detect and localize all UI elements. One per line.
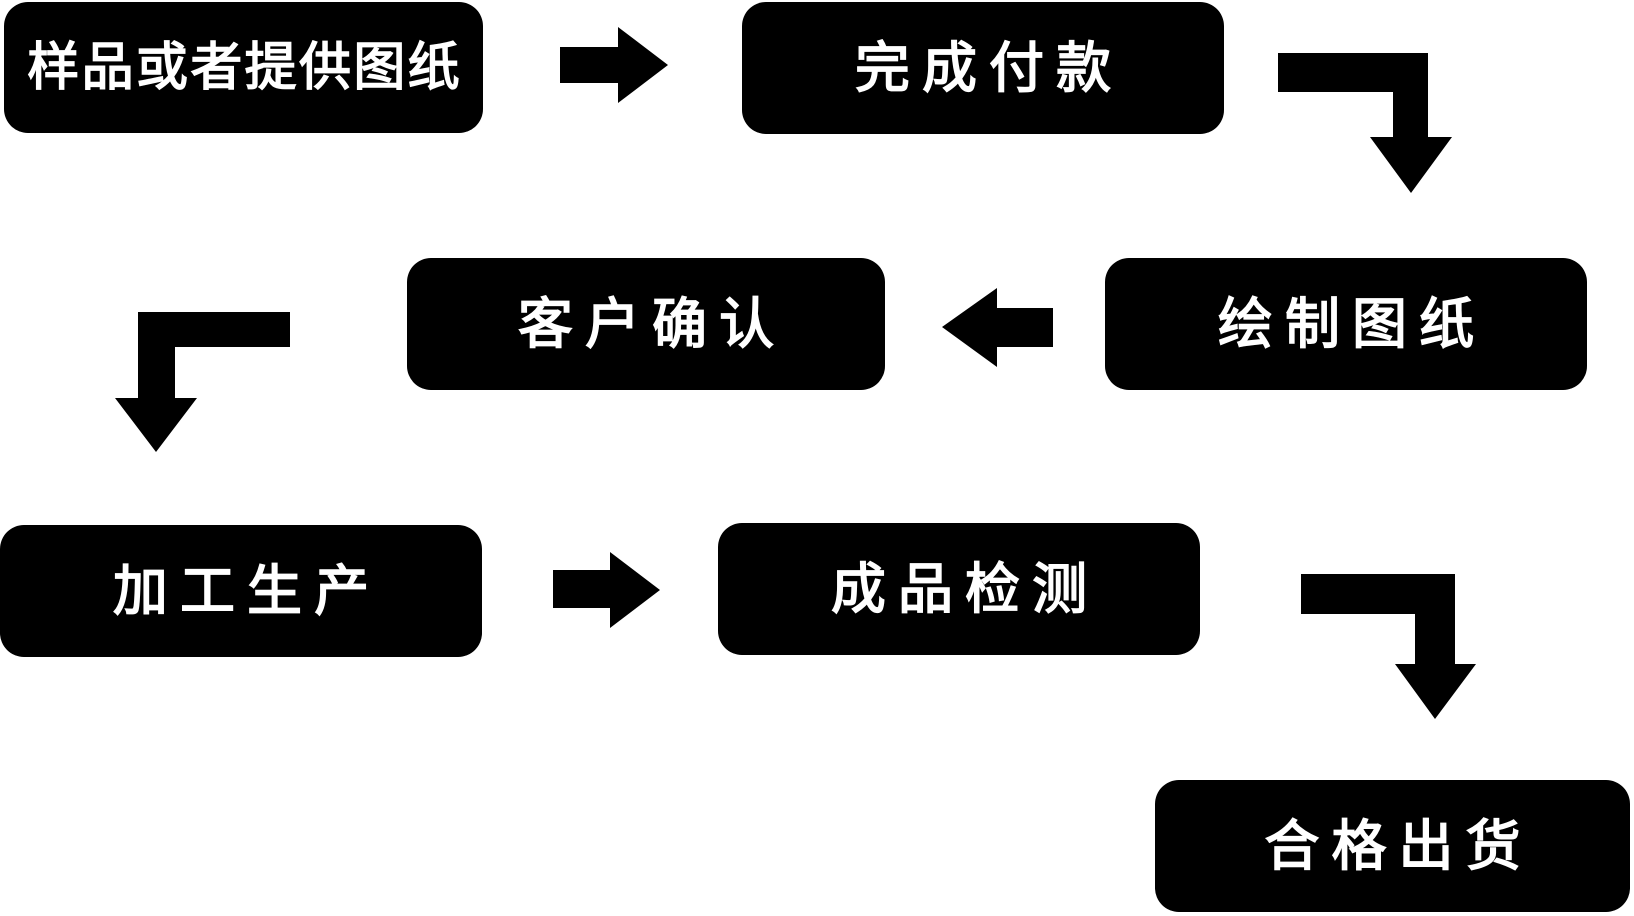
flow-node-inspect: 成品检测 <box>718 523 1200 655</box>
arrow-draw-to-confirm <box>942 288 1053 367</box>
flow-node-sample-label: 样品或者提供图纸 <box>27 37 463 98</box>
flow-node-produce: 加工生产 <box>0 525 482 657</box>
flow-node-inspect-label: 成品检测 <box>830 556 1100 621</box>
flow-node-payment: 完成付款 <box>742 2 1224 134</box>
flow-node-ship: 合格出货 <box>1155 780 1630 912</box>
flow-node-payment-label: 完成付款 <box>854 35 1124 100</box>
flow-node-sample: 样品或者提供图纸 <box>4 2 483 133</box>
arrow-confirm-to-produce-elbow <box>115 312 290 452</box>
flow-node-confirm: 客户确认 <box>407 258 885 390</box>
flow-node-ship-label: 合格出货 <box>1264 813 1533 878</box>
flow-node-draw-label: 绘制图纸 <box>1217 291 1487 356</box>
arrow-sample-to-payment <box>560 27 668 103</box>
flow-node-confirm-label: 客户确认 <box>517 291 787 356</box>
arrow-produce-to-inspect <box>553 552 660 628</box>
arrow-inspect-to-ship-elbow <box>1301 574 1476 719</box>
flow-node-draw: 绘制图纸 <box>1105 258 1587 390</box>
flow-node-produce-label: 加工生产 <box>112 558 382 623</box>
arrow-payment-to-draw-elbow <box>1278 53 1452 193</box>
